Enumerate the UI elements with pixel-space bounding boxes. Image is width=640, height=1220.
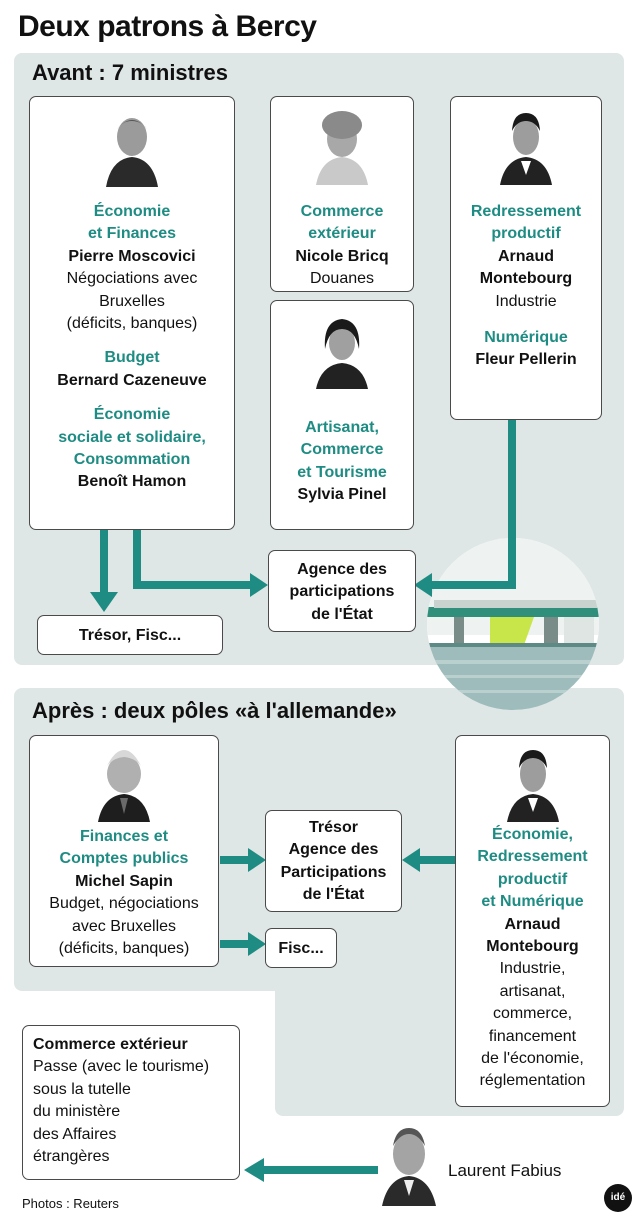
sapin-box: Finances et Comptes publics Michel Sapin… <box>29 735 219 967</box>
bricq-role-1: Commerce <box>300 203 384 220</box>
pinel-box: Artisanat, Commerce et Tourisme Sylvia P… <box>270 300 414 530</box>
sapin-role-2: Comptes publics <box>59 850 189 868</box>
tresor-agence-after-box: Trésor Agence des Participations de l'Ét… <box>265 810 402 912</box>
commerce-exterieur-line-2: sous la tutelle <box>33 1080 131 1098</box>
before-heading: Avant : 7 ministres <box>32 60 229 85</box>
commerce-exterieur-line-1: Passe (avec le tourisme) <box>33 1058 210 1076</box>
moscovici-desc-3: (déficits, banques) <box>66 314 198 332</box>
ess-role-2: sociale et solidaire, <box>58 428 206 446</box>
montebourg-after-box: Économie, Redressement productif et Numé… <box>455 735 610 1107</box>
moscovici-role-2: et Finances <box>87 225 177 243</box>
fabius-portrait <box>378 1120 440 1206</box>
montebourg-after-desc-1: Industrie, <box>499 960 566 978</box>
montebourg-after-name-1: Arnaud <box>504 915 561 933</box>
sapin-portrait <box>93 742 155 822</box>
montebourg-before-name-2: Montebourg <box>479 270 573 288</box>
bricq-portrait <box>311 105 373 185</box>
tresor-after-line-3: Participations <box>280 863 387 881</box>
moscovici-desc-1: Négociations avec <box>66 270 198 288</box>
montebourg-after-role-4: et Numérique <box>481 893 584 911</box>
moscovici-desc-2: Bruxelles <box>99 292 165 310</box>
tresor-after-line-2: Agence des <box>288 841 379 859</box>
montebourg-after-desc-6: réglementation <box>479 1072 586 1090</box>
agence-before-line-1: Agence des <box>297 561 387 578</box>
sapin-desc-1: Budget, négociations <box>49 895 199 913</box>
montebourg-after-desc-2: artisanat, <box>499 982 566 1000</box>
commerce-exterieur-line-4: des Affaires <box>33 1125 117 1143</box>
photo-credit: Photos : Reuters <box>22 1196 119 1211</box>
commerce-exterieur-title: Commerce extérieur <box>33 1036 188 1053</box>
montebourg-before-desc: Industrie <box>495 292 557 310</box>
sapin-role-1: Finances et <box>79 828 169 845</box>
montebourg-before-name-1: Arnaud <box>498 247 554 265</box>
agence-before-line-3: de l'État <box>311 605 373 623</box>
ess-role-3: Consommation <box>73 450 191 468</box>
moscovici-role-1: Économie <box>93 203 171 220</box>
pellerin-name: Fleur Pellerin <box>475 351 577 369</box>
moscovici-name: Pierre Moscovici <box>68 247 196 265</box>
tresor-after-line-4: de l'État <box>302 886 365 904</box>
cazeneuve-name: Bernard Cazeneuve <box>57 371 207 389</box>
montebourg-after-role-3: productif <box>497 870 568 888</box>
pinel-name: Sylvia Pinel <box>297 486 387 504</box>
ide-logo: idé <box>604 1184 632 1212</box>
ess-role-1: Économie <box>93 406 171 424</box>
numerique-role: Numérique <box>484 328 568 346</box>
hamon-name: Benoît Hamon <box>77 473 187 491</box>
sapin-desc-3: (déficits, banques) <box>58 939 190 957</box>
tresor-fisc-before-box: Trésor, Fisc... <box>37 615 223 655</box>
montebourg-after-portrait <box>501 742 564 822</box>
montebourg-before-portrait <box>495 105 557 185</box>
montebourg-after-name-2: Montebourg <box>486 937 579 955</box>
commerce-exterieur-line-5: étrangères <box>33 1147 110 1165</box>
budget-role: Budget <box>104 349 160 367</box>
montebourg-after-desc-3: commerce, <box>492 1005 573 1023</box>
sapin-name: Michel Sapin <box>75 872 173 890</box>
tresor-after-line-1: Trésor <box>309 819 358 836</box>
montebourg-after-desc-5: de l'économie, <box>481 1049 584 1067</box>
pinel-role-2: Commerce <box>300 441 384 459</box>
montebourg-after-role-1: Économie, <box>492 826 573 843</box>
after-heading: Après : deux pôles «à l'allemande» <box>32 698 397 723</box>
commerce-exterieur-box: Commerce extérieur Passe (avec le touris… <box>22 1025 240 1180</box>
montebourg-before-role-2: productif <box>491 225 561 243</box>
agence-before-line-2: participations <box>289 583 395 601</box>
fisc-after-label: Fisc... <box>278 940 324 957</box>
commerce-exterieur-line-3: du ministère <box>33 1103 121 1121</box>
agence-before-box: Agence des participations de l'État <box>268 550 416 632</box>
pinel-role-3: et Tourisme <box>297 463 387 481</box>
montebourg-before-box: Redressement productif Arnaud Montebourg… <box>450 96 602 420</box>
montebourg-before-role-1: Redressement <box>470 203 582 220</box>
bricq-role-2: extérieur <box>308 225 376 243</box>
sapin-desc-2: avec Bruxelles <box>71 917 177 935</box>
moscovici-portrait <box>101 107 163 187</box>
fabius-name: Laurent Fabius <box>448 1161 562 1180</box>
bricq-name: Nicole Bricq <box>295 247 389 265</box>
montebourg-after-desc-4: financement <box>488 1027 577 1045</box>
bricq-box: Commerce extérieur Nicole Bricq Douanes <box>270 96 414 292</box>
fisc-after-box: Fisc... <box>265 928 337 968</box>
page-title: Deux patrons à Bercy <box>18 10 317 43</box>
montebourg-after-role-2: Redressement <box>477 848 588 866</box>
pinel-portrait <box>311 309 373 389</box>
moscovici-box: Économie et Finances Pierre Moscovici Né… <box>29 96 235 530</box>
pinel-role-1: Artisanat, <box>305 419 379 436</box>
tresor-fisc-before-label: Trésor, Fisc... <box>78 627 182 644</box>
bricq-desc: Douanes <box>309 270 375 288</box>
